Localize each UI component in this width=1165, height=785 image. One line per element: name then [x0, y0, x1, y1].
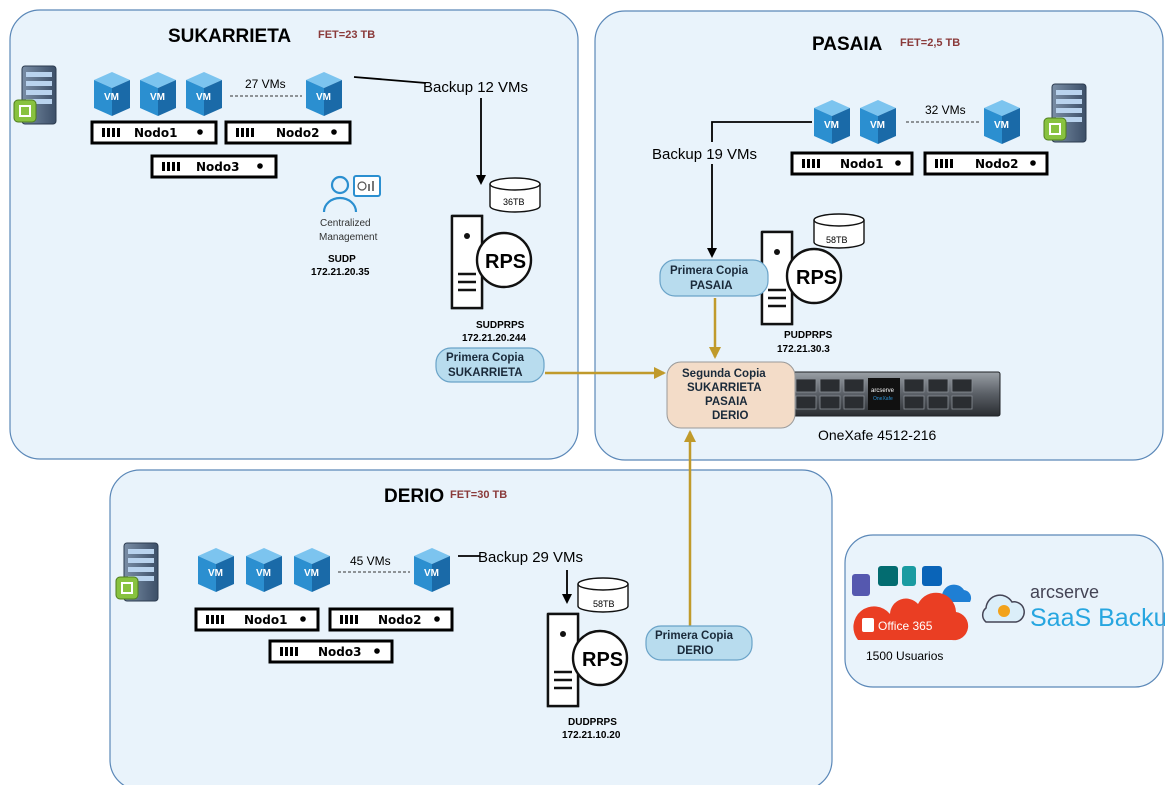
svg-text:SUKARRIETA: SUKARRIETA	[448, 367, 523, 379]
svg-text:Primera Copia: Primera Copia	[446, 352, 525, 364]
svg-text:Nodo3: Nodo3	[318, 645, 361, 659]
derio-nodo3: Nodo3	[268, 639, 394, 664]
sukarrieta-vm-icon: VM	[140, 72, 176, 116]
svg-text:VM: VM	[304, 568, 319, 579]
sukarrieta-vm-icon: VM	[186, 72, 222, 116]
svg-text:VM: VM	[424, 568, 439, 579]
sukarrieta-nodo3: Nodo3	[150, 154, 278, 179]
sukarrieta-vm-icon: VM	[306, 72, 342, 116]
svg-text:Primera Copia: Primera Copia	[655, 630, 734, 642]
svg-text:Nodo1: Nodo1	[244, 613, 287, 627]
mgmt-label-line1: Centralized	[320, 218, 371, 229]
svg-text:DERIO: DERIO	[677, 645, 713, 657]
svg-text:Nodo2: Nodo2	[975, 157, 1018, 171]
pasaia-rps-ip: 172.21.30.3	[777, 344, 830, 355]
sukarrieta-backup-connector	[353, 76, 427, 84]
pasaia-vm-icon: VM	[814, 100, 850, 144]
sukarrieta-rps-name: SUDPRPS	[476, 320, 525, 331]
pasaia-rps-capacity: 58TB	[826, 235, 848, 245]
sukarrieta-vm-icon: VM	[94, 72, 130, 116]
derio-first-copy-pill: Primera Copia DERIO	[645, 625, 753, 661]
pasaia-first-copy-pill: Primera Copia PASAIA	[659, 259, 769, 297]
mgmt-label-line2: Management	[319, 232, 378, 243]
derio-fet: FET=30 TB	[450, 489, 507, 501]
sukarrieta-backup-label: Backup 12 VMs	[423, 79, 528, 96]
onexafe-label: OneXafe 4512-216	[818, 427, 937, 443]
sukarrieta-rps-ip: 172.21.20.244	[462, 333, 526, 344]
derio-panel	[109, 469, 833, 785]
svg-text:VM: VM	[870, 120, 885, 131]
svg-text:PASAIA: PASAIA	[690, 280, 733, 292]
svg-text:Primera Copia: Primera Copia	[670, 265, 749, 277]
svg-text:PASAIA: PASAIA	[705, 396, 748, 408]
pasaia-panel	[594, 10, 1164, 461]
pasaia-backup-label: Backup 19 VMs	[652, 146, 757, 163]
derio-rps-capacity: 58TB	[593, 599, 615, 609]
svg-text:VM: VM	[208, 568, 223, 579]
arcserve-saas-logo: arcserve SaaS Backup	[981, 582, 1165, 632]
derio-vm-icon: VM	[198, 548, 234, 592]
svg-text:Nodo1: Nodo1	[840, 157, 883, 171]
derio-rps-ip: 172.21.10.20	[562, 730, 621, 741]
svg-text:Nodo2: Nodo2	[276, 126, 319, 140]
svg-text:VM: VM	[256, 568, 271, 579]
svg-text:Office 365: Office 365	[878, 619, 933, 633]
second-copy-box: Segunda Copia SUKARRIETA PASAIA DERIO	[666, 361, 796, 429]
pasaia-fet: FET=2,5 TB	[900, 37, 960, 49]
derio-backup-label: Backup 29 VMs	[478, 549, 583, 566]
label-backdrop	[648, 142, 774, 164]
svg-text:OneXafe: OneXafe	[873, 396, 893, 402]
mgmt-host-ip: 172.21.20.35	[311, 267, 370, 278]
centralized-management-icon	[322, 175, 381, 213]
svg-text:VM: VM	[316, 92, 331, 103]
svg-text:Segunda Copia: Segunda Copia	[682, 368, 766, 380]
derio-title: DERIO	[384, 486, 444, 507]
sukarrieta-vm-count: 27 VMs	[245, 77, 286, 91]
derio-rps-name: DUDPRPS	[568, 717, 617, 728]
pasaia-rps-label: RPS	[796, 267, 837, 289]
derio-rps-label: RPS	[582, 649, 623, 671]
pasaia-vm-icon: VM	[984, 100, 1020, 144]
derio-nodo2: Nodo2	[328, 607, 454, 632]
pasaia-title: PASAIA	[812, 34, 883, 55]
sukarrieta-nodo2: Nodo2	[224, 120, 352, 145]
svg-text:VM: VM	[150, 92, 165, 103]
svg-text:Nodo2: Nodo2	[378, 613, 421, 627]
svg-text:Nodo3: Nodo3	[196, 160, 239, 174]
svg-text:Nodo1: Nodo1	[134, 126, 177, 140]
pasaia-vm-icon: VM	[860, 100, 896, 144]
sukarrieta-nodo1: Nodo1	[90, 120, 218, 145]
derio-vm-icon: VM	[294, 548, 330, 592]
svg-text:VM: VM	[104, 92, 119, 103]
pasaia-nodo2: Nodo2	[923, 151, 1049, 176]
derio-vm-icon: VM	[414, 548, 450, 592]
svg-text:arcserve: arcserve	[871, 388, 895, 394]
svg-text:SUKARRIETA: SUKARRIETA	[687, 382, 762, 394]
sukarrieta-first-copy-pill: Primera Copia SUKARRIETA	[435, 347, 545, 383]
saas-users-count: 1500 Usuarios	[866, 649, 943, 663]
derio-vm-count: 45 VMs	[350, 554, 391, 568]
onexafe-appliance: arcserve OneXafe	[787, 371, 1001, 417]
office365-icon: Office 365	[852, 566, 972, 641]
pasaia-nodo1: Nodo1	[790, 151, 914, 176]
sukarrieta-rps-capacity: 36TB	[503, 197, 525, 207]
sukarrieta-rps-label: RPS	[485, 251, 526, 273]
svg-text:VM: VM	[196, 92, 211, 103]
derio-vm-icon: VM	[246, 548, 282, 592]
svg-text:arcserve: arcserve	[1030, 582, 1099, 602]
pasaia-backup-arrow	[707, 121, 812, 258]
sukarrieta-title: SUKARRIETA	[168, 26, 291, 47]
pasaia-vm-count: 32 VMs	[925, 103, 966, 117]
svg-text:DERIO: DERIO	[712, 410, 748, 422]
mgmt-host-name: SUDP	[328, 254, 356, 265]
pasaia-rps-name: PUDPRPS	[784, 330, 833, 341]
sukarrieta-fet: FET=23 TB	[318, 29, 375, 41]
derio-nodo1: Nodo1	[194, 607, 320, 632]
svg-text:VM: VM	[824, 120, 839, 131]
svg-text:VM: VM	[994, 120, 1009, 131]
svg-text:SaaS Backup: SaaS Backup	[1030, 604, 1165, 632]
